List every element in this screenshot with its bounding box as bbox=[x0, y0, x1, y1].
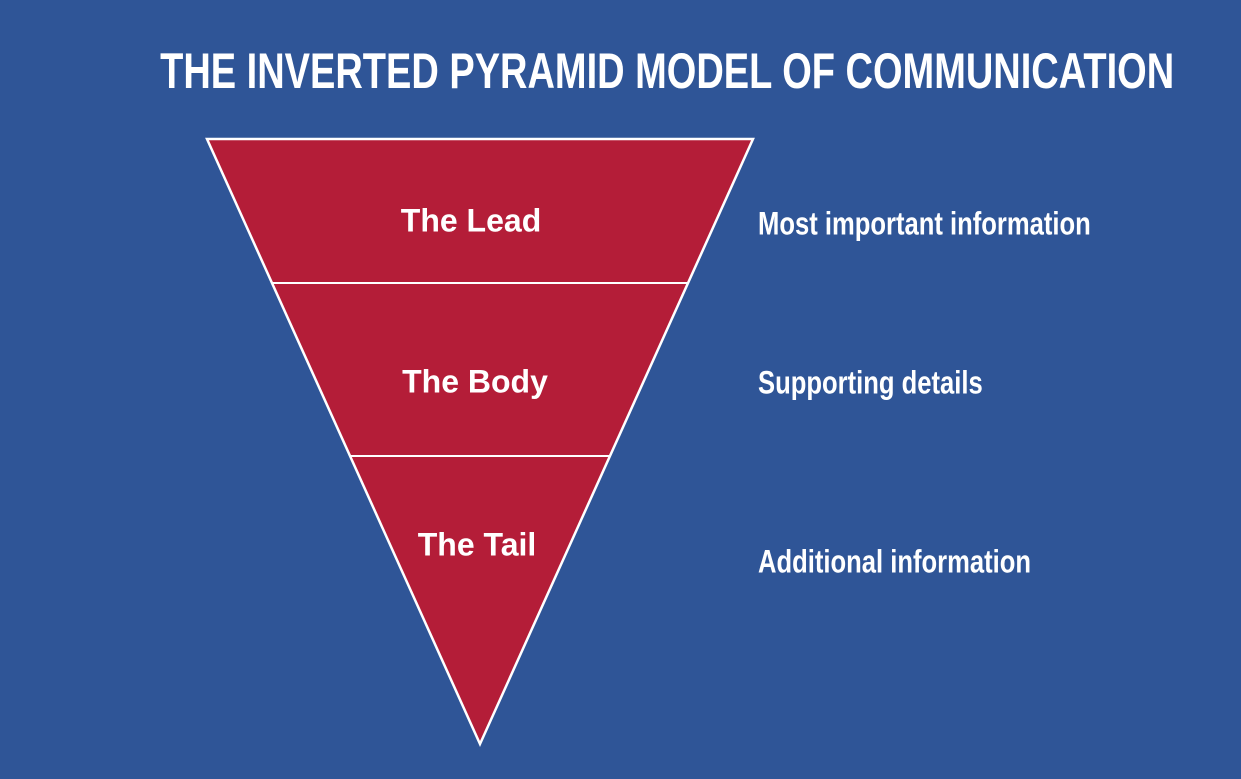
page-title: THE INVERTED PYRAMID MODEL OF COMMUNICAT… bbox=[0, 42, 1241, 100]
tier-description-body: Supporting details bbox=[758, 364, 983, 401]
page-title-text: THE INVERTED PYRAMID MODEL OF COMMUNICAT… bbox=[160, 43, 1175, 99]
tier-label-lead: The Lead bbox=[400, 202, 542, 239]
tier-description-tail: Additional information bbox=[758, 543, 1032, 580]
tier-description-lead: Most important information bbox=[758, 205, 1091, 242]
tier-label-body: The Body bbox=[402, 363, 548, 400]
tier-label-tail: The Tail bbox=[417, 526, 537, 563]
pyramid-shape bbox=[205, 137, 755, 748]
